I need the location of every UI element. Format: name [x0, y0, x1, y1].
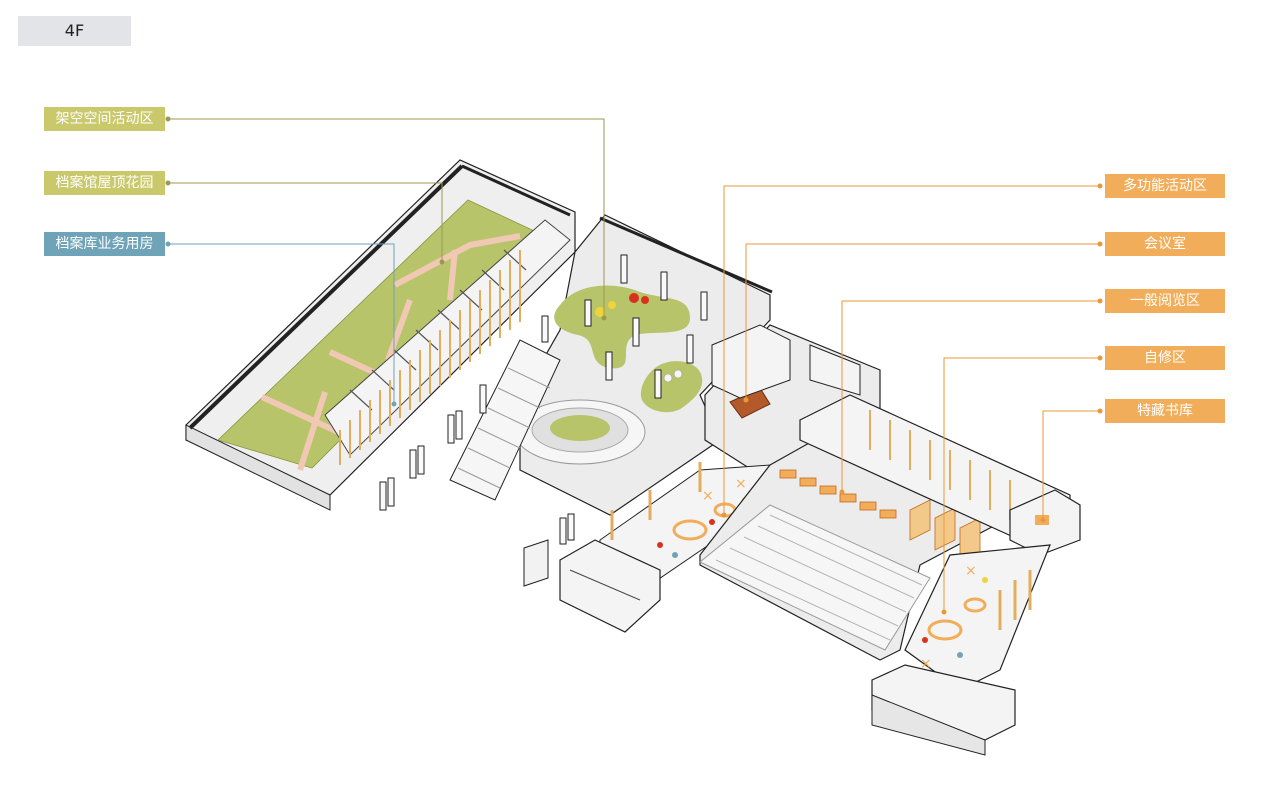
amphitheatre — [514, 399, 646, 465]
label-pilotis-activity-area: 架空空间活动区 — [44, 107, 165, 131]
study-markers: × × — [920, 563, 988, 672]
reading-tables — [779, 469, 897, 519]
timber-facade-east — [869, 410, 1011, 520]
label-self-study-area: 自修区 — [1105, 346, 1225, 370]
stair-tower — [523, 539, 549, 587]
svg-text:×: × — [920, 656, 932, 672]
label-general-reading-area: 一般阅览区 — [1105, 289, 1225, 313]
west-wing — [185, 159, 576, 511]
label-archive-office: 档案库业务用房 — [44, 232, 165, 256]
label-meeting-room: 会议室 — [1105, 232, 1225, 256]
play-elements — [595, 293, 683, 383]
label-rooftop-garden: 档案馆屋顶花园 — [44, 171, 165, 195]
label-multifunction-area: 多功能活动区 — [1105, 174, 1225, 198]
svg-text:×: × — [735, 476, 747, 492]
floor-label: 4F — [18, 16, 131, 46]
south-east-wing: × × — [699, 394, 1081, 756]
leader-lines — [165, 116, 1103, 615]
label-special-collection: 特藏书库 — [1105, 399, 1225, 423]
grand-stair — [449, 339, 561, 501]
svg-text:×: × — [702, 488, 714, 504]
seat-rows — [715, 514, 923, 641]
timber-columns — [610, 462, 702, 540]
timber-facade-west — [339, 250, 521, 465]
study-shelves — [909, 499, 981, 563]
columns — [379, 254, 708, 545]
timber-columns-south — [998, 570, 1032, 630]
svg-text:×: × — [965, 563, 977, 579]
